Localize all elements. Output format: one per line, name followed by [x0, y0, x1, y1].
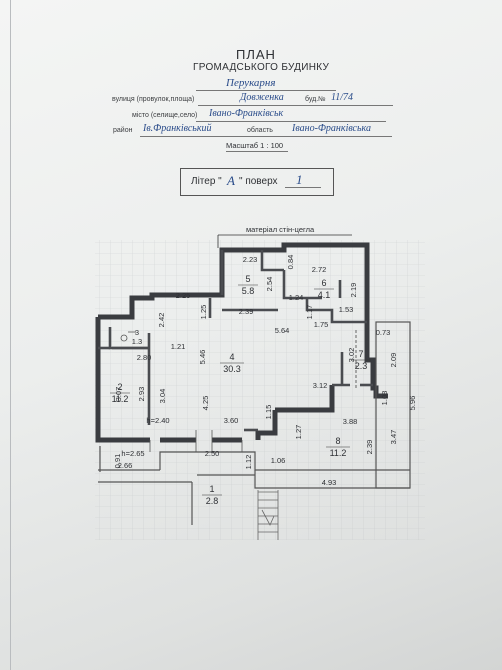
- dimension-label: 1.08: [380, 391, 389, 406]
- stair-treads: [257, 490, 279, 540]
- room-number: 5: [245, 274, 250, 284]
- dimension-label: 1.12: [244, 455, 253, 470]
- room-number: 4: [229, 352, 234, 362]
- document-subtitle: ГРОМАДСЬКОГО БУДИНКУ: [193, 62, 330, 73]
- room-area: 1.3: [132, 337, 142, 346]
- city-value: Івано-Франківськ: [209, 108, 284, 119]
- annex-outline: [98, 321, 411, 525]
- dimension-label: 2.25: [176, 291, 191, 300]
- dimension-label: 2.39: [239, 307, 254, 316]
- inner-walls: [98, 250, 373, 432]
- door-marks: [120, 331, 243, 452]
- dimension-label: 3.47: [389, 430, 398, 445]
- dimension-label: 3.60: [224, 416, 239, 425]
- dimension-label: h=2.65: [121, 449, 144, 458]
- room-number: 8: [335, 436, 340, 446]
- floor-plan: матеріал стін-цегла: [95, 225, 425, 540]
- street-label: вулиця (провулок,площа): [112, 96, 195, 103]
- room-area: 30.3: [223, 364, 241, 374]
- scale-underline: [226, 151, 288, 152]
- city-label: місто (селище,село): [132, 112, 198, 119]
- dimension-label: 3.07: [114, 387, 123, 402]
- street-value: Довженка: [240, 92, 284, 103]
- dimension-label: 0.91: [113, 454, 122, 469]
- room-labels: 1 2.8 2 11.2 3 1.3 4 30.3 5 5.8 6 4.1 7 …: [110, 274, 371, 506]
- dimension-label: 2.80: [137, 353, 152, 362]
- dimension-label: 1.15: [264, 405, 273, 420]
- dimension-label: 5.64: [275, 326, 290, 335]
- building-label: буд.№: [305, 96, 326, 103]
- dimension-label: 1.17: [305, 305, 314, 320]
- document-header: ПЛАН ГРОМАДСЬКОГО БУДИНКУ Перукарня вули…: [0, 0, 502, 230]
- room-number: 6: [321, 278, 326, 288]
- room-area: 5.8: [242, 286, 255, 296]
- dimension-labels: 2.23 0.84 2.72 2.54 2.25 1.25 2.39 1.24 …: [113, 255, 417, 487]
- room-number: 7: [358, 349, 363, 359]
- document-title: ПЛАН: [236, 47, 276, 62]
- room-area: 11.2: [112, 394, 129, 404]
- room-number: 2: [117, 382, 122, 392]
- dimension-label: 4.93: [322, 478, 337, 487]
- dimension-label: 2.09: [389, 353, 398, 368]
- building-value: 11/74: [331, 92, 354, 103]
- room-number: 3: [135, 328, 139, 337]
- dimension-label: 2.93: [137, 387, 146, 402]
- room-area: 2.3: [355, 361, 368, 371]
- dimension-label: 0.84: [286, 255, 295, 270]
- building-purpose: Перукарня: [226, 77, 276, 89]
- dimension-label: 5.96: [408, 396, 417, 411]
- scale-label: Масштаб 1 : 100: [226, 141, 284, 150]
- district-value: Ів.Франківський: [143, 123, 212, 134]
- dimension-label: 2.19: [349, 283, 358, 298]
- liter-label: Літер ": [191, 176, 222, 187]
- dimension-label: 0.73: [376, 328, 391, 337]
- district-label: район: [113, 127, 133, 134]
- liter-floor-box: Літер " А " поверх 1: [180, 168, 334, 196]
- dimension-label: 1.24: [289, 293, 304, 302]
- region-label: область: [247, 127, 273, 134]
- dimension-label: h=2.40: [146, 416, 169, 425]
- dimension-label: 1.75: [314, 320, 329, 329]
- purpose-underline: [196, 90, 336, 91]
- dimension-label: 2.50: [205, 449, 220, 458]
- material-note: матеріал стін-цегла: [246, 225, 315, 234]
- dimension-label: 2.39: [365, 440, 374, 455]
- dimension-label: 3.04: [158, 389, 167, 404]
- dimension-label: 3.88: [343, 417, 358, 426]
- dimension-label: 1.27: [294, 425, 303, 440]
- room-area: 11.2: [330, 448, 347, 458]
- margin-line: [10, 0, 11, 670]
- dimension-label: 2.23: [243, 255, 258, 264]
- city-underline: [196, 121, 386, 122]
- liter-value: А: [227, 173, 235, 188]
- dimension-label: 2.54: [265, 277, 274, 292]
- dimension-label: 1.25: [199, 305, 208, 320]
- dimension-label: 2.66: [118, 461, 133, 470]
- room-number: 1: [209, 484, 214, 494]
- dimension-label: 1.53: [339, 305, 354, 314]
- room-area: 2.8: [206, 496, 219, 506]
- district-underline: [140, 136, 392, 137]
- dimension-label: 3.02: [347, 348, 356, 363]
- dimension-label: 1.06: [271, 456, 286, 465]
- floor-label: " поверх: [239, 176, 278, 187]
- room-area: 4.1: [318, 290, 331, 300]
- floor-underline: [285, 187, 321, 188]
- dimension-label: 2.42: [157, 313, 166, 328]
- street-underline: [198, 105, 393, 106]
- dimension-label: 3.12: [313, 381, 328, 390]
- dimension-label: 5.46: [198, 350, 207, 365]
- region-value: Івано-Франківська: [292, 123, 371, 134]
- dimension-label: 4.25: [201, 396, 210, 411]
- floor-value: 1: [296, 172, 303, 187]
- dimension-label: 2.72: [312, 265, 327, 274]
- dimension-label: 1.21: [171, 342, 186, 351]
